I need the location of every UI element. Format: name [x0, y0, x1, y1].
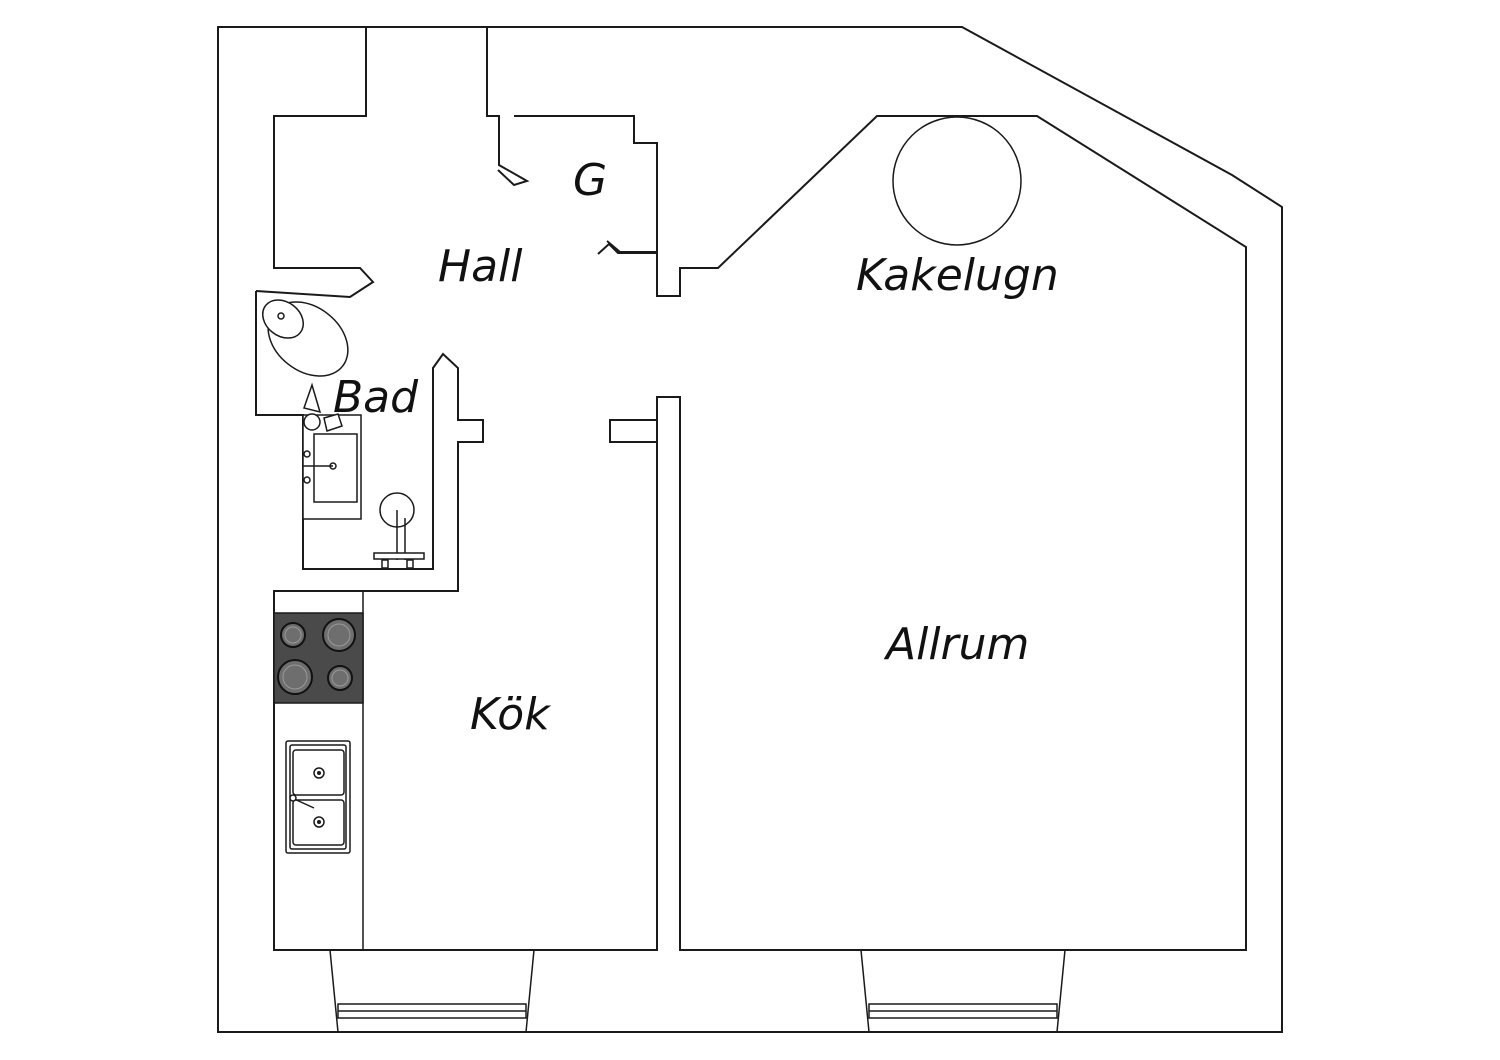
hall-wall-east	[486, 27, 530, 187]
washbasin-icon	[302, 382, 362, 520]
room-label-allrum: Allrum	[883, 619, 1029, 670]
hall-wall	[255, 27, 375, 299]
toilet-icon	[261, 299, 349, 377]
outer-wall	[217, 26, 1283, 1033]
room-label-kok: Kök	[470, 689, 551, 740]
room-label-kakelugn: Kakelugn	[856, 250, 1059, 301]
shower-icon	[373, 492, 425, 569]
tiled-stove-icon	[892, 116, 1022, 246]
window-icon	[329, 949, 535, 1033]
kitchen-sink-icon	[285, 740, 351, 854]
room-label-bad: Bad	[333, 372, 419, 423]
wardrobe-wall-lower	[597, 115, 1247, 951]
room-label-hall: Hall	[438, 241, 523, 292]
stove-icon	[273, 612, 364, 704]
window-icon	[860, 949, 1066, 1033]
room-label-g: G	[573, 155, 607, 206]
